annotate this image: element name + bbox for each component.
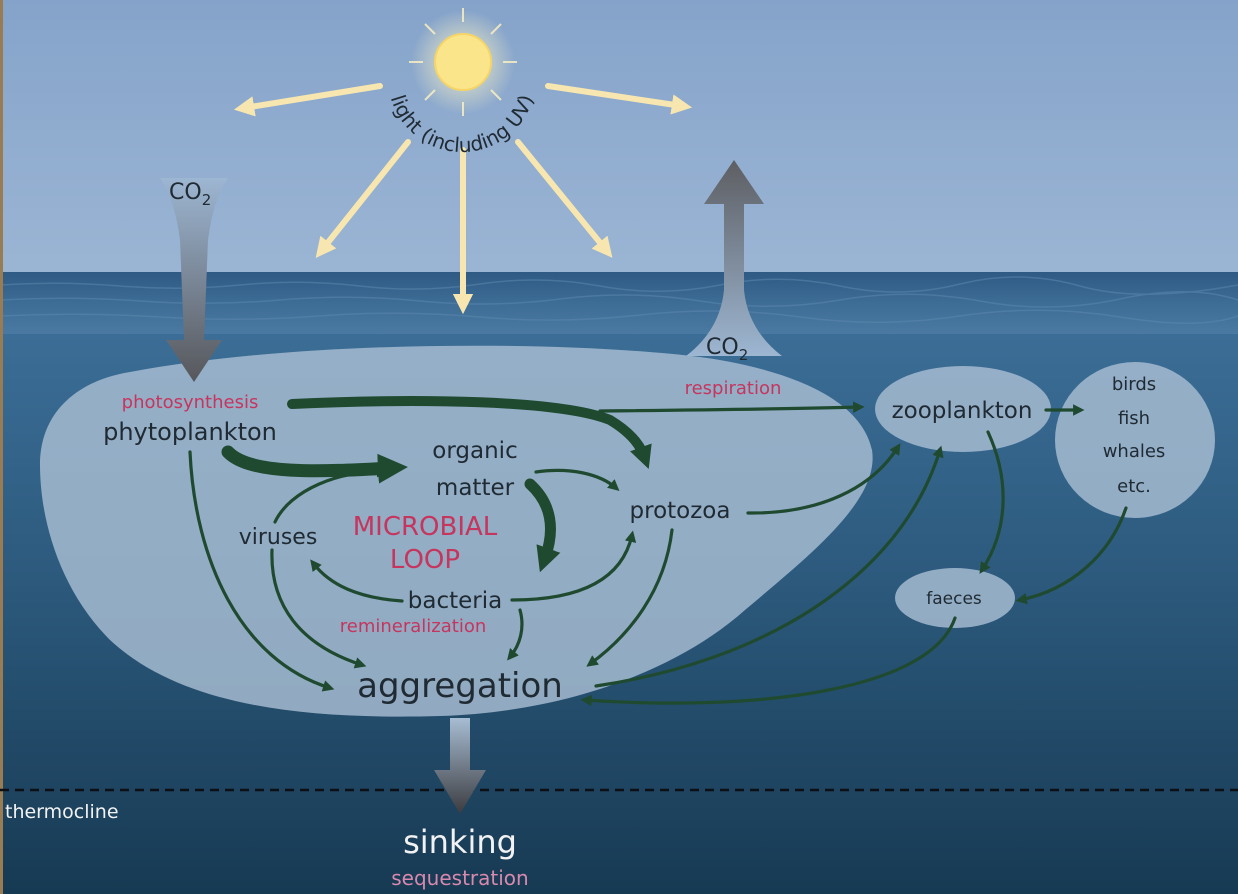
light-ray-lower-left xyxy=(315,139,411,258)
viruses-label: viruses xyxy=(239,525,318,550)
flow-phytoplankton-organic-matter xyxy=(221,445,408,484)
microbial-zone-blob xyxy=(40,345,873,717)
flow-protozoa-zooplankton xyxy=(746,443,901,515)
light-ray-right xyxy=(545,83,693,115)
loop-label: LOOP xyxy=(390,545,460,575)
flow-birds-faeces xyxy=(1015,506,1128,605)
etc-label: etc. xyxy=(1117,476,1151,497)
flow-phytoplankton-protozoa xyxy=(287,396,652,469)
co2-atmosphere-label: CO2 xyxy=(169,180,211,209)
sun-spikes xyxy=(409,8,517,116)
thin-flows xyxy=(188,401,1128,707)
flow-zooplankton-faeces xyxy=(979,430,1005,574)
respiration-label: respiration xyxy=(685,378,782,399)
flow-bacteria-viruses xyxy=(310,559,404,603)
flow-viruses-organic-matter xyxy=(273,465,389,524)
microbial-label: MICROBIAL xyxy=(353,512,498,542)
flow-faeces-aggregation xyxy=(580,616,957,707)
photosynthesis-label: photosynthesis xyxy=(122,392,259,413)
wave-lines xyxy=(0,276,1238,324)
flow-bacteria-protozoa xyxy=(510,530,637,602)
aggregation-label: aggregation xyxy=(357,666,563,706)
sinking-arrow xyxy=(434,718,486,814)
phytoplankton-label: phytoplankton xyxy=(103,418,277,446)
co2-respiration-arrow xyxy=(686,160,782,356)
light-ray-lower-right xyxy=(515,139,613,258)
light-ray-left xyxy=(233,83,383,117)
co2-respiration-label: CO2 xyxy=(706,335,748,364)
flow-aggregation-zooplankton xyxy=(594,445,944,688)
thick-flows xyxy=(221,396,652,573)
flow-phytoplankton-zooplankton xyxy=(598,401,865,413)
fish-label: fish xyxy=(1118,408,1150,429)
sequestration-label: sequestration xyxy=(391,866,528,890)
faeces-label: faeces xyxy=(926,589,982,609)
bacteria-label: bacteria xyxy=(408,588,502,614)
birds-label: birds xyxy=(1112,374,1156,395)
predators-bubble xyxy=(1055,362,1215,518)
flow-bacteria-aggregation xyxy=(507,608,524,661)
flow-organic-matter-bacteria xyxy=(524,478,561,573)
light-rays xyxy=(233,83,693,315)
left-edge-strip xyxy=(0,0,3,894)
sun-icon xyxy=(434,33,492,91)
whales-label: whales xyxy=(1103,441,1166,462)
protozoa-label: protozoa xyxy=(630,498,731,524)
co2-uptake-arrow xyxy=(160,178,228,382)
remineralization-label: remineralization xyxy=(340,616,487,637)
flow-organic-matter-protozoa xyxy=(534,468,620,492)
faeces-bubble xyxy=(895,568,1015,628)
flow-phytoplankton-aggregation xyxy=(188,450,335,692)
organic-label: organic xyxy=(432,438,517,464)
matter-label: matter xyxy=(436,475,515,501)
flow-protozoa-aggregation xyxy=(586,528,674,667)
zooplankton-bubble xyxy=(875,366,1051,452)
thermocline-label: thermocline xyxy=(5,801,119,823)
zooplankton-label: zooplankton xyxy=(892,398,1033,424)
flow-viruses-aggregation xyxy=(270,548,367,669)
sinking-label: sinking xyxy=(403,823,517,861)
